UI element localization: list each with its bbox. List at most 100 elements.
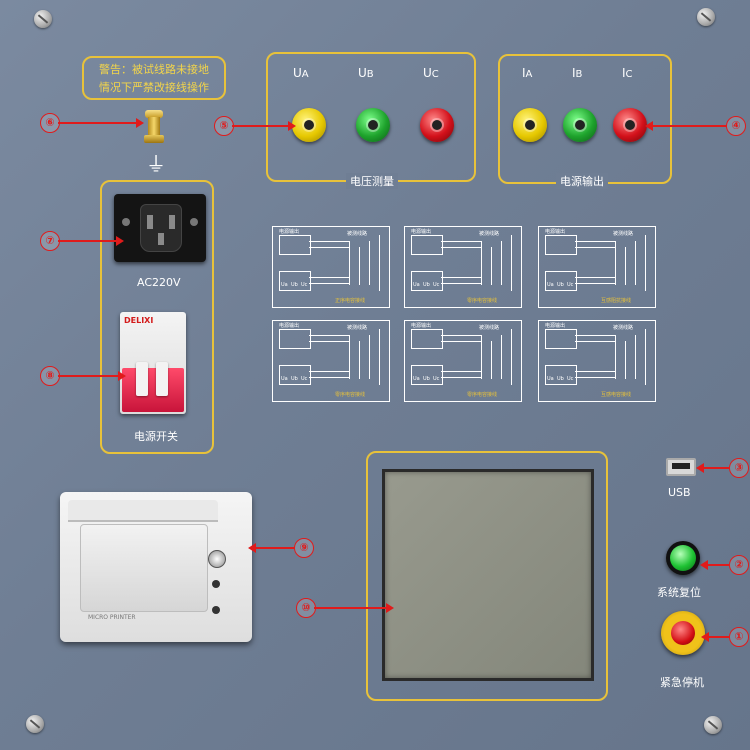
diagram-jack-label: Ub bbox=[291, 376, 298, 382]
callout-arrow bbox=[700, 560, 729, 570]
diagram-jack-label: Uc bbox=[567, 282, 574, 288]
diagram-header: 电源输出 bbox=[545, 229, 566, 235]
callout-arrow bbox=[58, 371, 126, 381]
ia-label: IA bbox=[522, 66, 533, 80]
diagram-jack-label: Ua bbox=[413, 376, 420, 382]
diagram-header: 电源输出 bbox=[411, 229, 432, 235]
callout-5: ⑤ bbox=[214, 116, 234, 136]
diagram-jack-label: Ub bbox=[423, 376, 430, 382]
diagram-caption: 互感电容接线 bbox=[601, 392, 632, 398]
diagram-caption: 零序电容接线 bbox=[335, 392, 366, 398]
diagram-jack-label: Uc bbox=[301, 376, 308, 382]
callout-arrow bbox=[314, 603, 394, 613]
printer-feed-button[interactable] bbox=[208, 550, 226, 568]
ground-symbol-icon: ⏚ bbox=[146, 152, 166, 176]
diagram-header: 电源输出 bbox=[279, 229, 300, 235]
diagram-jack-label: Uc bbox=[567, 376, 574, 382]
printer-indicator-icon bbox=[212, 580, 220, 588]
emergency-stop-button[interactable] bbox=[661, 611, 705, 655]
diagram-title: 被测线路 bbox=[479, 231, 500, 237]
callout-3: ③ bbox=[729, 458, 749, 478]
diagram-jack-label: Ub bbox=[557, 376, 564, 382]
diagram-header: 电源输出 bbox=[279, 323, 300, 329]
switch-label: 电源开关 bbox=[134, 430, 178, 443]
diagram-caption: 零序电容接线 bbox=[467, 392, 498, 398]
callout-7: ⑦ bbox=[40, 231, 60, 251]
lcd-screen[interactable] bbox=[382, 469, 594, 681]
ic-label: IC bbox=[622, 66, 633, 80]
callout-arrow bbox=[645, 121, 726, 131]
power-breaker-switch[interactable]: DELIXI bbox=[120, 312, 186, 414]
callout-arrow bbox=[701, 632, 729, 642]
ic-jack[interactable] bbox=[613, 108, 647, 142]
diagram-jack-label: Ua bbox=[547, 282, 554, 288]
diagram-title: 被测线路 bbox=[613, 325, 634, 331]
callout-6: ⑥ bbox=[40, 113, 60, 133]
diagram-caption: 零序电容接线 bbox=[467, 298, 498, 304]
diagram-title: 被测线路 bbox=[479, 325, 500, 331]
uc-label: UC bbox=[423, 66, 439, 80]
diagram-jack-label: Ua bbox=[413, 282, 420, 288]
warning-line1: 警告：被试线路未接地 bbox=[99, 63, 209, 76]
warning-line2: 情况下严禁改接线操作 bbox=[99, 81, 209, 94]
ac-power-socket[interactable] bbox=[114, 194, 206, 262]
reset-label: 系统复位 bbox=[657, 586, 701, 599]
warning-label: 警告：被试线路未接地 情况下严禁改接线操作 bbox=[82, 56, 226, 100]
diagram-jack-label: Ua bbox=[281, 376, 288, 382]
callout-arrow bbox=[696, 463, 729, 473]
diagram-header: 电源输出 bbox=[411, 323, 432, 329]
diagram-jack-label: Uc bbox=[301, 282, 308, 288]
diagram-jack-label: Ub bbox=[291, 282, 298, 288]
ib-label: IB bbox=[572, 66, 583, 80]
diagram-jack-label: Ua bbox=[547, 376, 554, 382]
printer-label: MICRO PRINTER bbox=[88, 614, 136, 621]
diagram-title: 被测线路 bbox=[347, 231, 368, 237]
callout-arrow bbox=[58, 118, 144, 128]
usb-label: USB bbox=[668, 486, 691, 499]
voltage-group-title: 电压测量 bbox=[346, 173, 398, 189]
ib-jack[interactable] bbox=[563, 108, 597, 142]
reset-button[interactable] bbox=[666, 541, 700, 575]
diagram-caption: 互感阻抗接线 bbox=[601, 298, 632, 304]
screw-icon bbox=[26, 715, 44, 733]
socket-label: AC220V bbox=[137, 276, 181, 289]
micro-printer[interactable]: MICRO PRINTER bbox=[60, 492, 252, 642]
ground-terminal[interactable] bbox=[143, 110, 165, 144]
callout-4: ④ bbox=[726, 116, 746, 136]
uc-jack[interactable] bbox=[420, 108, 454, 142]
estop-label: 紧急停机 bbox=[660, 676, 704, 689]
callout-arrow bbox=[58, 236, 124, 246]
callout-9: ⑨ bbox=[294, 538, 314, 558]
ia-jack[interactable] bbox=[513, 108, 547, 142]
callout-2: ② bbox=[729, 555, 749, 575]
ua-label: UA bbox=[293, 66, 309, 80]
callout-10: ⑩ bbox=[296, 598, 316, 618]
diagram-jack-label: Ua bbox=[281, 282, 288, 288]
ub-jack[interactable] bbox=[356, 108, 390, 142]
callout-1: ① bbox=[729, 627, 749, 647]
diagram-jack-label: Uc bbox=[433, 376, 440, 382]
screw-icon bbox=[34, 10, 52, 28]
printer-indicator-icon bbox=[212, 606, 220, 614]
usb-port[interactable] bbox=[666, 458, 696, 476]
callout-arrow bbox=[232, 121, 296, 131]
lcd-frame bbox=[366, 451, 608, 701]
current-group-title: 电源输出 bbox=[556, 173, 608, 189]
callout-8: ⑧ bbox=[40, 366, 60, 386]
ua-jack[interactable] bbox=[292, 108, 326, 142]
callout-arrow bbox=[248, 543, 294, 553]
diagram-title: 被测线路 bbox=[347, 325, 368, 331]
diagram-jack-label: Ub bbox=[557, 282, 564, 288]
diagram-jack-label: Uc bbox=[433, 282, 440, 288]
diagram-jack-label: Ub bbox=[423, 282, 430, 288]
diagram-title: 被测线路 bbox=[613, 231, 634, 237]
screw-icon bbox=[704, 716, 722, 734]
screw-icon bbox=[697, 8, 715, 26]
